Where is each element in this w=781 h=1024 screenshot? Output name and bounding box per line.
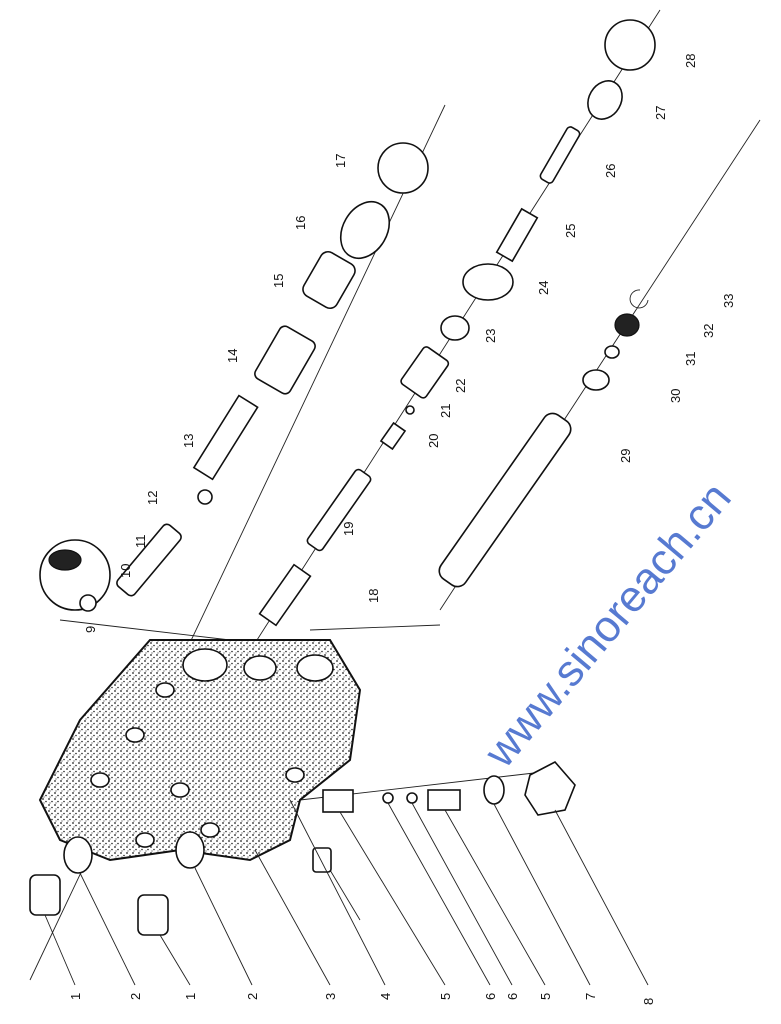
label-33: 33 <box>721 294 736 308</box>
label-23: 23 <box>483 329 498 343</box>
filter-10 <box>48 549 82 571</box>
label-20: 20 <box>426 434 441 448</box>
label-21: 21 <box>438 404 453 418</box>
nut-23 <box>440 315 470 341</box>
pin-26 <box>539 126 581 184</box>
label-10: 10 <box>118 564 133 578</box>
detail-circle <box>39 539 111 611</box>
seal-ring-2b <box>175 831 205 869</box>
ball-9 <box>79 594 97 612</box>
valve-11 <box>116 523 182 597</box>
spool-19 <box>306 468 372 552</box>
label-8: 8 <box>641 998 656 1005</box>
pin-20 <box>379 421 407 451</box>
label-6: 6 <box>505 993 520 1000</box>
label-7: 7 <box>583 993 598 1000</box>
label-17: 17 <box>333 154 348 168</box>
label-13: 13 <box>181 434 196 448</box>
bushing-30 <box>582 369 610 391</box>
plug-1a <box>29 874 61 916</box>
part-labels: 1 2 1 2 3 4 5 6 6 5 7 8 9 10 11 12 13 14… <box>68 54 736 1005</box>
leader-lines <box>44 799 649 986</box>
seal-16 <box>339 200 391 260</box>
seal-32 <box>614 313 640 337</box>
label-5: 5 <box>538 993 553 1000</box>
label-5: 5 <box>438 993 453 1000</box>
circlip-33 <box>629 289 649 309</box>
spring-5b <box>427 789 461 811</box>
upper-parts <box>39 19 656 627</box>
spring-25 <box>495 207 539 263</box>
label-3: 3 <box>323 993 338 1000</box>
cap-28 <box>604 19 656 71</box>
label-2: 2 <box>245 993 260 1000</box>
seal-ring-2a <box>63 836 93 874</box>
ring-31 <box>604 345 620 359</box>
spring-5a <box>322 789 354 813</box>
sleeve-14 <box>254 325 316 395</box>
adapter-22 <box>400 346 450 399</box>
ball-6b <box>406 792 418 804</box>
label-18: 18 <box>366 589 381 603</box>
valve-body <box>38 639 362 862</box>
label-25: 25 <box>563 224 578 238</box>
label-24: 24 <box>536 281 551 295</box>
piston-15 <box>302 250 356 310</box>
label-16: 16 <box>293 216 308 230</box>
ball-6a <box>382 792 394 804</box>
spring-18 <box>258 563 312 627</box>
label-19: 19 <box>341 522 356 536</box>
disc-24 <box>462 263 514 301</box>
label-27: 27 <box>653 106 668 120</box>
label-1: 1 <box>68 993 83 1000</box>
plug-1b <box>137 894 169 936</box>
label-31: 31 <box>683 352 698 366</box>
watermark: www.sinoreach.cn <box>474 473 740 777</box>
label-30: 30 <box>668 389 683 403</box>
label-26: 26 <box>603 164 618 178</box>
washer-12 <box>197 489 213 505</box>
label-28: 28 <box>683 54 698 68</box>
label-1: 1 <box>183 993 198 1000</box>
label-22: 22 <box>453 379 468 393</box>
label-32: 32 <box>701 324 716 338</box>
label-11: 11 <box>133 535 148 549</box>
label-14: 14 <box>225 349 240 363</box>
ring-27 <box>587 80 623 120</box>
nut-8 <box>524 760 576 816</box>
fitting-4 <box>312 847 332 873</box>
plug-17 <box>377 142 429 194</box>
lower-parts <box>29 760 576 936</box>
label-12: 12 <box>145 491 160 505</box>
label-9: 9 <box>83 626 98 633</box>
spring-13 <box>192 394 259 481</box>
label-4: 4 <box>378 993 393 1000</box>
label-29: 29 <box>618 449 633 463</box>
ring-21 <box>405 405 415 415</box>
label-6: 6 <box>483 993 498 1000</box>
label-15: 15 <box>271 274 286 288</box>
shaft-29 <box>438 412 572 588</box>
label-2: 2 <box>128 993 143 1000</box>
washer-7 <box>483 775 505 805</box>
